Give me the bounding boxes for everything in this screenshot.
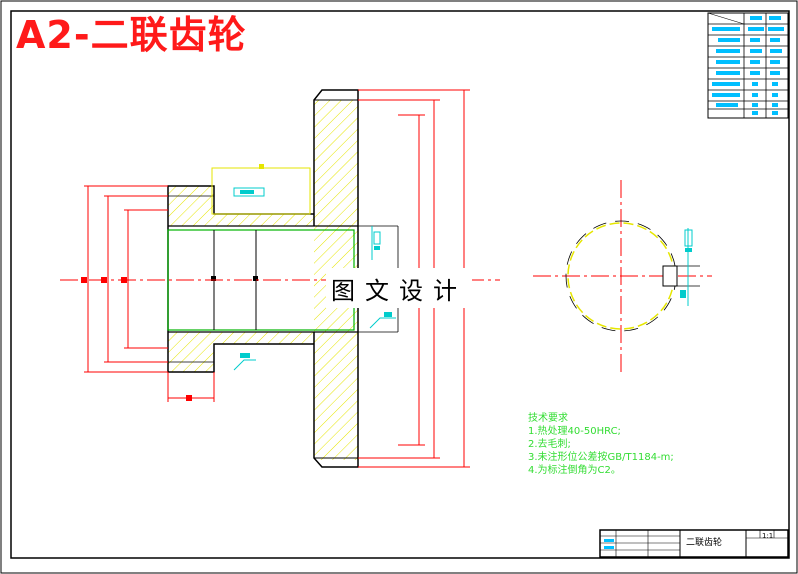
tech-requirement-item: 3.未注形位公差按GB/T1184-m; — [528, 452, 674, 463]
parameter-table — [707, 12, 789, 119]
tech-requirement-item: 1.热处理40-50HRC; — [528, 426, 621, 437]
drawing-title: A2-二联齿轮 — [16, 13, 247, 57]
tech-requirement-item: 4.为标注倒角为C2。 — [528, 465, 621, 476]
tech-requirements-heading: 技术要求 — [528, 413, 568, 424]
dim-marker-2 — [101, 277, 107, 283]
watermark: 图文设计 — [326, 268, 472, 308]
title-block-part-name: 二联齿轮 — [686, 538, 723, 548]
title-block — [599, 529, 789, 558]
title-block-scale: 1:1 — [762, 532, 774, 540]
dim-marker-4 — [186, 395, 192, 401]
tech-requirement-item: 2.去毛刺; — [528, 439, 571, 450]
gear-side-view — [533, 180, 712, 375]
dim-marker-1 — [81, 277, 87, 283]
tolerance-annotations — [211, 164, 396, 371]
dim-marker-3 — [121, 277, 127, 283]
tech-requirements: 技术要求 1.热处理40-50HRC; 2.去毛刺; 3.未注形位公差按GB/T… — [528, 412, 674, 477]
inner-frame — [10, 10, 790, 559]
